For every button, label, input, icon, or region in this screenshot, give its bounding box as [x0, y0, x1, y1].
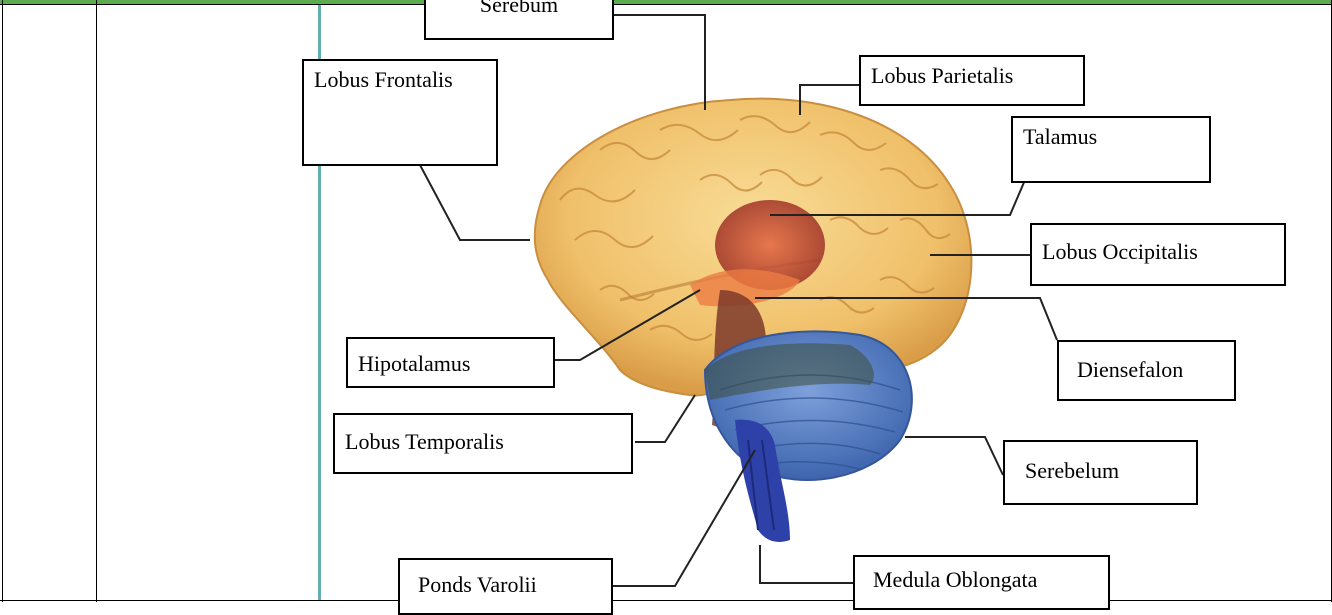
label-serebelum: Serebelum — [1003, 440, 1198, 505]
label-ponds-varolii: Ponds Varolii — [398, 558, 613, 615]
label-diensefalon: Diensefalon — [1057, 340, 1236, 401]
label-serebum: Serebum — [424, 0, 614, 40]
label-hipotalamus: Hipotalamus — [346, 337, 555, 388]
label-lobus-frontalis: Lobus Frontalis — [302, 59, 498, 166]
label-lobus-occipitalis: Lobus Occipitalis — [1030, 223, 1286, 286]
label-lobus-temporalis: Lobus Temporalis — [333, 413, 633, 474]
brain-illustration — [0, 0, 1332, 602]
label-talamus: Talamus — [1011, 116, 1211, 183]
label-lobus-parietalis: Lobus Parietalis — [859, 55, 1085, 106]
